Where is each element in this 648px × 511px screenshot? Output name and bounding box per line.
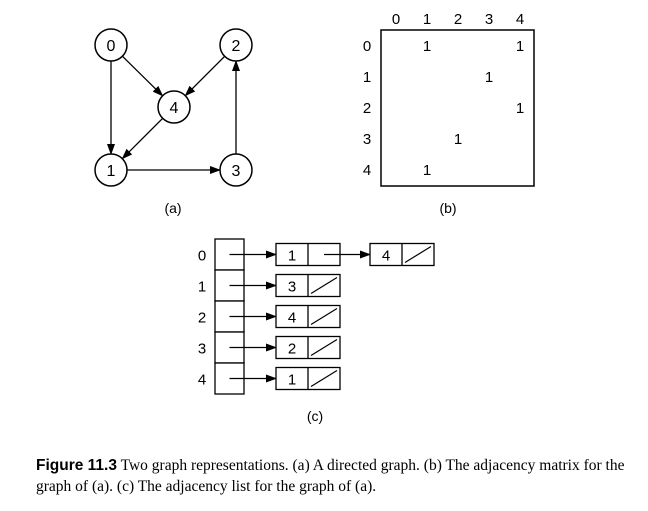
matrix-row-header: 0 (363, 38, 371, 55)
graph-node-label: 0 (107, 38, 116, 55)
matrix-row-header: 3 (363, 131, 371, 148)
array-index-label: 3 (198, 341, 206, 358)
array-index-label: 0 (198, 248, 206, 265)
graph-node-label: 4 (170, 100, 179, 117)
list-node-value: 4 (382, 248, 390, 265)
graph-node-label: 1 (107, 163, 116, 180)
null-pointer-slash (310, 338, 338, 357)
list-node-value: 2 (288, 341, 296, 358)
subfigure-label-c: (c) (307, 408, 323, 424)
matrix-cell-4-1: 1 (423, 162, 431, 179)
graph-node-3 (219, 153, 253, 187)
array-index-label: 4 (198, 372, 206, 389)
matrix-col-header: 4 (516, 11, 524, 28)
subfigure-label-b: (b) (439, 200, 456, 216)
null-pointer-slash (404, 245, 432, 264)
null-pointer-slash (310, 307, 338, 326)
array-index-label: 2 (198, 310, 206, 327)
graph-edge-2-to-4 (184, 55, 226, 97)
graph-node-label: 2 (232, 38, 241, 55)
caption-text: Two graph representations. (a) A directe… (36, 457, 625, 495)
matrix-col-header: 3 (485, 11, 493, 28)
matrix-col-header: 1 (423, 11, 431, 28)
adjacency-matrix: 0 1 2 3 4 0 1 2 3 4 1 1 1 1 1 1 (b) (363, 11, 535, 216)
graph-node-0 (94, 28, 128, 62)
matrix-cell-3-2: 1 (454, 131, 462, 148)
matrix-col-header: 2 (454, 11, 462, 28)
matrix-row-header: 1 (363, 69, 371, 86)
matrix-cell-2-4: 1 (516, 100, 524, 117)
graph-node-1 (94, 153, 128, 187)
matrix-cell-0-1: 1 (423, 38, 431, 55)
graph-node-4 (157, 90, 191, 124)
matrix-col-header: 0 (392, 11, 400, 28)
null-pointer-slash (310, 369, 338, 388)
figure-caption: Figure 11.3 Two graph representations. (… (36, 455, 636, 497)
null-pointer-slash (310, 276, 338, 295)
graph-edge-4-to-1 (121, 117, 164, 160)
directed-graph: 0 1 2 3 4 (a) (94, 28, 253, 216)
graph-node-label: 3 (232, 163, 241, 180)
list-node-value: 1 (288, 372, 296, 389)
array-index-label: 1 (198, 279, 206, 296)
matrix-row-header: 4 (363, 162, 371, 179)
list-node-value: 1 (288, 248, 296, 265)
subfigure-label-a: (a) (164, 200, 181, 216)
list-node-value: 4 (288, 310, 296, 327)
caption-label: Figure 11.3 (36, 457, 117, 474)
matrix-cell-1-3: 1 (485, 69, 493, 86)
graph-edge-0-to-4 (121, 55, 164, 97)
adjacency-list: 0 1 4 1 3 2 4 3 2 4 1 (c) (198, 238, 435, 424)
figure-diagram: 0 1 2 3 4 (a) 0 1 2 3 4 0 1 2 3 4 1 1 1 1 1 1 (b) 0 1 4 1 3 2 4 3… (94, 11, 535, 424)
graph-node-2 (219, 28, 253, 62)
matrix-border (380, 29, 535, 187)
matrix-cell-0-4: 1 (516, 38, 524, 55)
list-node-value: 3 (288, 279, 296, 296)
matrix-row-header: 2 (363, 100, 371, 117)
